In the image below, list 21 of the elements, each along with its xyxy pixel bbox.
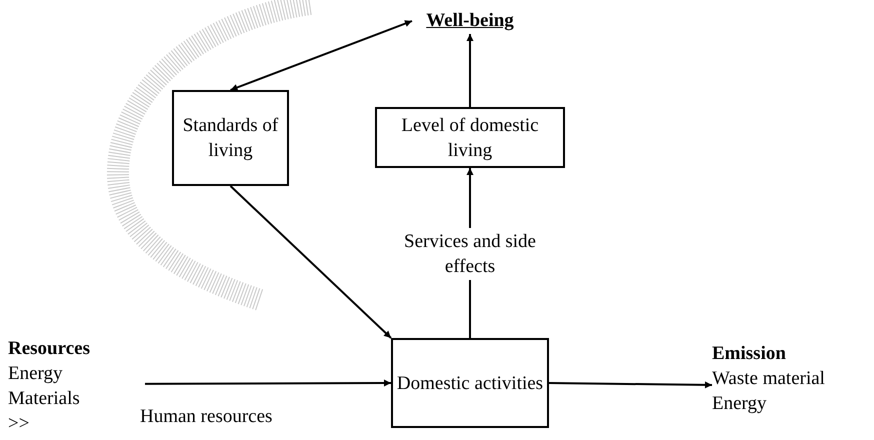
box-label: Standards of living [182,114,280,163]
arrow [230,185,392,339]
list-item: Energy [712,392,768,416]
list-item: Energy [8,362,64,386]
arrow [466,168,474,228]
box-label: Level of domestic living [400,114,540,162]
arrow [466,34,474,107]
process-box [172,90,289,186]
arrow [548,381,712,388]
arrow [145,380,391,387]
flow-label: Services and side effects [403,230,537,279]
list-item: Waste material [712,367,826,391]
list-item: >> [8,412,30,436]
group-heading: Emission [712,342,787,366]
arrow [230,20,412,91]
heading-text: Well-being [426,8,514,33]
group-heading: Resources [8,337,91,361]
process-box [391,338,549,428]
box-label: Domestic activities [396,372,544,396]
list-item: Materials [8,387,81,411]
process-box [375,107,565,168]
